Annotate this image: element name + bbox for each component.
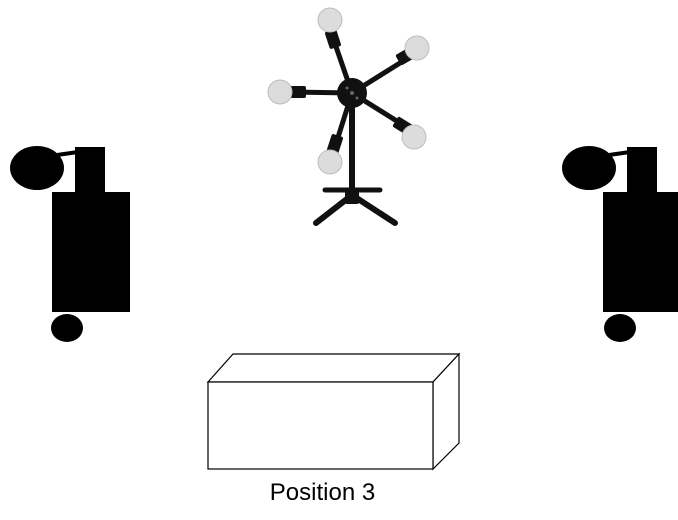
sphere-bottom-right (401, 124, 427, 150)
reflective-spheres (267, 7, 430, 175)
right-robot-column (627, 147, 657, 197)
box-front-face (207, 381, 434, 470)
box-top-face (206, 353, 461, 383)
tripod-base (313, 187, 398, 226)
sphere-top (317, 7, 343, 33)
left-robot-icon (10, 146, 130, 342)
right-robot-icon (562, 146, 678, 342)
sphere-top-right (404, 35, 430, 61)
sphere-left (267, 79, 293, 105)
position-caption: Position 3 (269, 479, 376, 506)
left-robot-column (75, 147, 105, 197)
left-robot-wheel (51, 314, 83, 342)
calibration-target-icon (267, 7, 430, 226)
right-robot-wheel (604, 314, 636, 342)
left-robot-head (10, 146, 64, 190)
right-robot-body (603, 192, 678, 312)
box-icon (206, 352, 461, 471)
left-robot-body (52, 192, 130, 312)
right-robot-head (562, 146, 616, 190)
sphere-bottom-left (317, 149, 343, 175)
